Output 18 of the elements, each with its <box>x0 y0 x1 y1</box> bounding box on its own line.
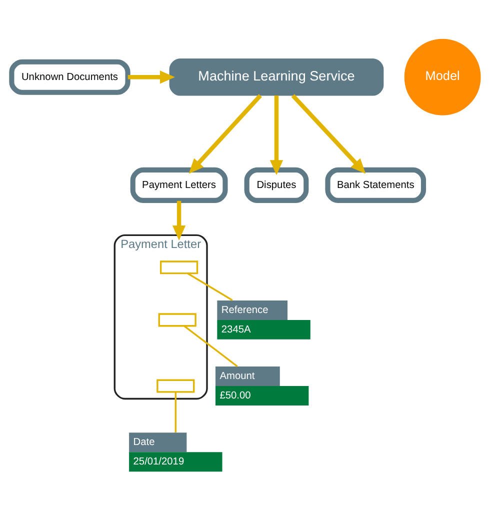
node-box <box>158 313 196 327</box>
node-box: Payment Letters <box>130 167 228 203</box>
arrow <box>291 94 366 174</box>
node-box: Bank Statements <box>325 167 426 203</box>
connector <box>187 272 233 301</box>
connector <box>174 392 176 432</box>
arrow <box>172 200 186 240</box>
connector <box>184 325 238 368</box>
node-box: Unknown Documents <box>9 59 130 95</box>
cluster: Payment Letter <box>114 234 208 400</box>
arrow <box>270 96 284 176</box>
node-circle: Model <box>404 38 481 116</box>
arrow <box>188 94 262 174</box>
node-box: Disputes <box>244 167 309 203</box>
node-box: Machine Learning Service <box>169 58 384 96</box>
node-box <box>160 260 198 274</box>
arrow <box>128 70 175 84</box>
node-box <box>156 379 195 393</box>
